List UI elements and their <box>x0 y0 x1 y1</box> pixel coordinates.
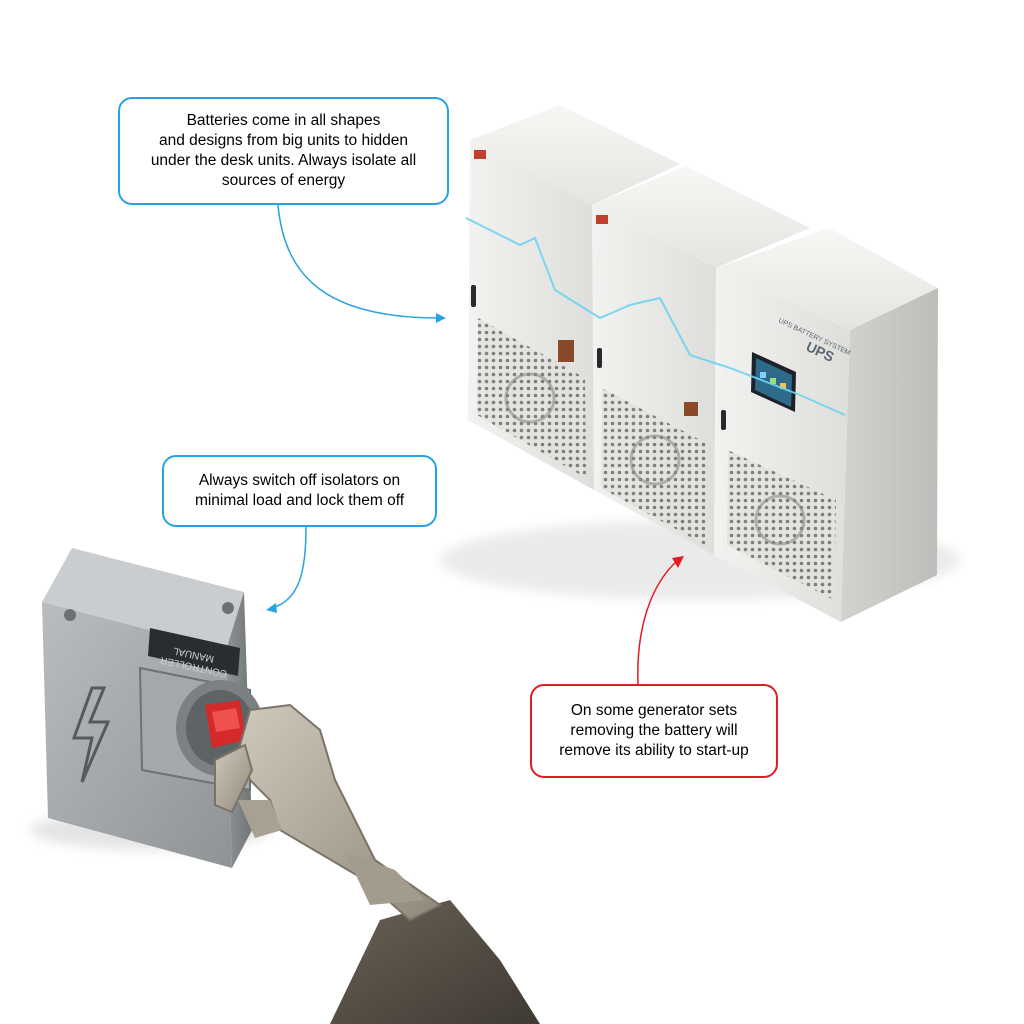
arrow-isolators <box>271 526 307 609</box>
vent-grille <box>477 318 586 478</box>
isolator-switch-box: MANUAL CONTROLLER <box>30 548 270 868</box>
ups-cabinet-left <box>468 105 680 490</box>
connector-arrows <box>266 204 684 685</box>
energy-wave-line <box>465 217 846 416</box>
arm-sleeve <box>330 900 540 1024</box>
ups-cabinet-right: UPS BATTERY SYSTEM UPS <box>714 228 938 622</box>
callout-generator: On some generator sets removing the batt… <box>530 684 778 778</box>
arrow-generator <box>637 559 679 685</box>
callout-batteries: Batteries come in all shapes and designs… <box>118 97 449 205</box>
lightning-bolt-icon <box>71 686 111 783</box>
callout-isolators: Always switch off isolators on minimal l… <box>162 455 437 527</box>
warning-label <box>684 402 698 416</box>
vent-grille <box>727 450 836 600</box>
gloved-hand <box>214 703 540 1024</box>
ups-cabinet-middle <box>592 166 810 555</box>
cabinet-handle[interactable] <box>597 348 602 368</box>
arrow-batteries <box>277 204 441 319</box>
vent-grille <box>601 388 706 545</box>
warning-label <box>558 340 574 362</box>
cabinet-handle[interactable] <box>471 285 476 307</box>
cabinet-handle[interactable] <box>721 410 726 430</box>
ups-cabinet-group: UPS BATTERY SYSTEM UPS <box>440 105 960 622</box>
